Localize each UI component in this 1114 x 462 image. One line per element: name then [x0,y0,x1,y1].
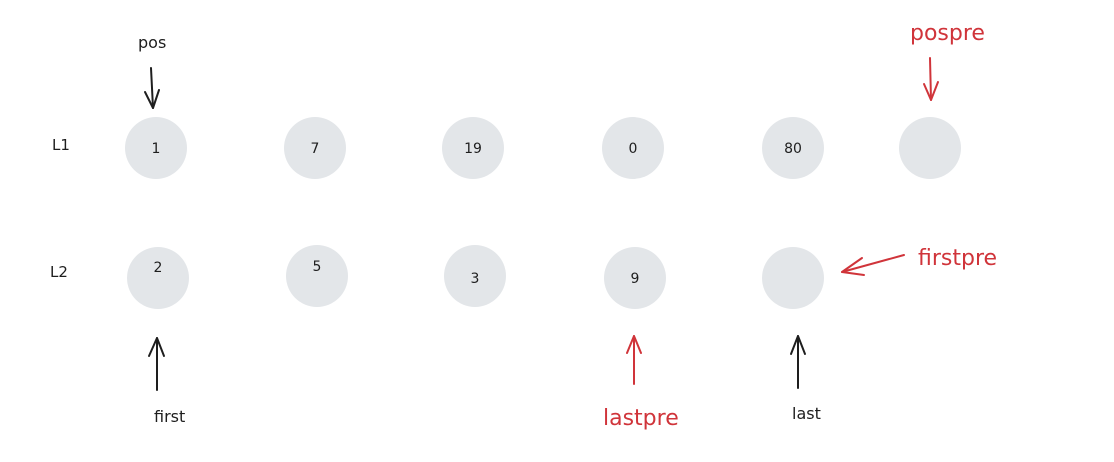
l2-node: 3 [444,245,506,307]
l2-node: 2 [127,247,189,309]
l2-node-circle [604,247,666,309]
arrow-left-icon [841,254,905,276]
l1-node-circle [125,117,187,179]
l1-node-circle [602,117,664,179]
l1-node-value: 0 [629,141,638,157]
l2-node-value: 3 [471,271,480,287]
pointer-first: first [148,337,185,426]
l1-node: 19 [442,117,504,179]
pointer-lastpre: lastpre [603,335,679,431]
l1-node-value: 1 [152,141,161,157]
l1-node-circle [899,117,961,179]
l1-node: 1 [125,117,187,179]
pointer-firstpre-label: firstpre [918,246,997,271]
list-l2: 2 5 3 9 [127,245,824,309]
l1-node: 80 [762,117,824,179]
l1-node-circle [442,117,504,179]
l2-node: 9 [604,247,666,309]
l2-node-circle [444,245,506,307]
l2-node: 5 [286,245,348,307]
arrow-up-icon [626,335,642,385]
pointer-last-label: last [792,404,821,423]
l1-node-value: 80 [784,141,802,157]
arrow-down-icon [923,57,939,101]
arrow-up-icon [148,337,165,391]
pointer-pos-label: pos [138,33,166,52]
l2-node-circle [127,247,189,309]
l1-node: 0 [602,117,664,179]
l1-node-value: 7 [311,141,320,157]
l1-node-value: 19 [464,141,482,157]
pointer-last: last [790,335,821,423]
pointer-pos: pos [138,33,166,109]
l1-node-circle [762,117,824,179]
arrow-down-icon [144,67,160,109]
arrow-up-icon [790,335,806,389]
list-label-l2: L2 [50,263,68,281]
l2-node-value: 9 [631,271,640,287]
list-l1: 1 7 19 0 80 [125,117,961,179]
pointer-pospre: pospre [910,21,985,101]
pointer-lastpre-label: lastpre [603,406,679,431]
l2-node-empty [762,247,824,309]
l1-node-empty [899,117,961,179]
l1-node: 7 [284,117,346,179]
pointer-firstpre: firstpre [841,246,997,276]
l2-node-value: 5 [313,259,322,275]
l2-node-value: 2 [154,260,163,276]
list-label-l1: L1 [52,136,70,154]
pointer-first-label: first [154,407,185,426]
l1-node-circle [284,117,346,179]
pointer-pospre-label: pospre [910,21,985,46]
l2-node-circle [286,245,348,307]
l2-node-circle [762,247,824,309]
